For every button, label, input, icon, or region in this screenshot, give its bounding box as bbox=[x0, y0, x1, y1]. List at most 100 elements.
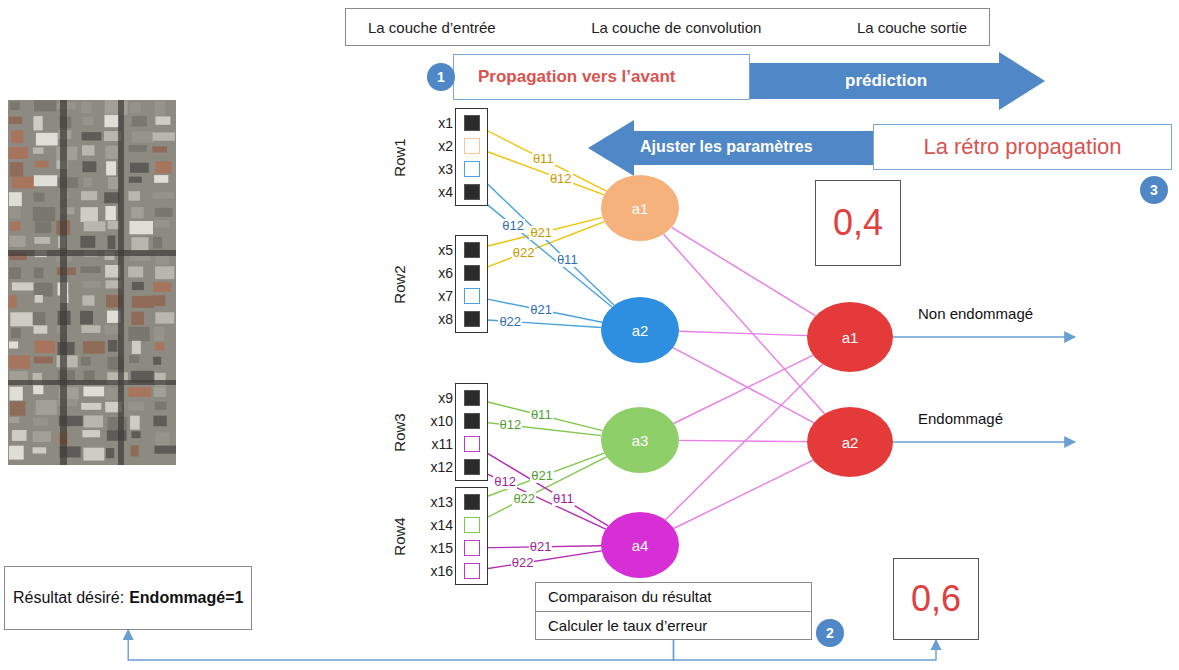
photo-roof bbox=[108, 340, 118, 352]
photo-roof bbox=[84, 221, 106, 231]
photo-roof bbox=[81, 357, 91, 366]
photo-roof bbox=[33, 312, 46, 325]
photo-roof bbox=[153, 282, 171, 292]
photo-roof bbox=[131, 445, 139, 456]
neuron-name: a1 bbox=[632, 200, 649, 217]
connector bbox=[480, 400, 603, 431]
hidden-neuron: a4 bbox=[601, 512, 679, 578]
photo-roof bbox=[80, 266, 100, 273]
photo-roof bbox=[11, 328, 21, 338]
photo-roof bbox=[33, 116, 42, 130]
box-text: Propagation vers l’avant bbox=[478, 67, 675, 87]
input-pixel: x2 bbox=[464, 138, 480, 154]
photo-roof bbox=[132, 116, 147, 127]
photo-roof bbox=[33, 148, 44, 154]
pixel-name: x11 bbox=[431, 436, 453, 452]
photo-roof bbox=[108, 221, 120, 229]
connector bbox=[480, 471, 606, 529]
weight-label: θ12 bbox=[493, 475, 517, 489]
box-text: La rétro propagation bbox=[923, 134, 1121, 160]
photo-roof bbox=[82, 430, 100, 437]
photo-roof bbox=[9, 267, 21, 279]
photo-roof bbox=[10, 162, 23, 176]
photo-roof bbox=[33, 431, 52, 442]
photo-roof bbox=[156, 433, 170, 446]
photo-ground bbox=[8, 100, 176, 465]
photo-roof bbox=[155, 266, 174, 279]
step-box: La rétro propagation bbox=[873, 124, 1172, 170]
photo-roof bbox=[9, 206, 21, 219]
photo-roof bbox=[153, 192, 175, 198]
photo-roof bbox=[131, 207, 143, 218]
input-row: Row3x9x10x11x12 bbox=[455, 383, 488, 481]
weight-label: θ22 bbox=[512, 492, 536, 506]
pixel-name: x5 bbox=[438, 242, 453, 258]
photo-roof bbox=[84, 415, 103, 427]
photo-roof bbox=[33, 418, 48, 426]
input-pixel: x12 bbox=[464, 459, 480, 475]
pixel-name: x16 bbox=[430, 563, 453, 579]
pixel-name: x8 bbox=[438, 311, 453, 327]
photo-roof bbox=[35, 161, 49, 168]
photo-roof bbox=[34, 357, 53, 364]
input-pixel: x14 bbox=[464, 517, 480, 533]
photo-roof bbox=[83, 448, 104, 461]
input-pixel: x4 bbox=[464, 184, 480, 200]
photo-roof bbox=[130, 103, 141, 113]
input-pixel: x16 bbox=[464, 563, 480, 579]
photo-roof bbox=[83, 117, 93, 125]
photo-roof bbox=[10, 401, 26, 416]
photo-roof bbox=[34, 268, 44, 279]
photo-roof bbox=[9, 147, 28, 159]
photo-roof bbox=[11, 130, 23, 143]
photo-roof bbox=[81, 102, 92, 113]
photo-roof bbox=[104, 115, 119, 127]
photo-roof bbox=[105, 388, 118, 400]
connector bbox=[674, 355, 814, 423]
input-pixel: x10 bbox=[464, 413, 480, 429]
connector bbox=[674, 460, 814, 528]
photo-roof bbox=[33, 207, 55, 222]
callout-number: 3 bbox=[1150, 182, 1158, 198]
photo-roof bbox=[9, 236, 25, 247]
photo-roof bbox=[12, 282, 35, 290]
pixel-name: x2 bbox=[438, 138, 453, 154]
photo-roof bbox=[153, 416, 166, 427]
photo-roof bbox=[132, 282, 144, 290]
photo-roof bbox=[153, 237, 162, 249]
photo-roof bbox=[132, 131, 154, 142]
photo-roof bbox=[82, 132, 102, 140]
photo-roof bbox=[154, 220, 169, 227]
photo-roof bbox=[33, 447, 47, 453]
error-box: Comparaison du résultatCalculer le taux … bbox=[535, 582, 812, 640]
weight-label: θ21 bbox=[529, 226, 553, 240]
connector bbox=[480, 149, 604, 195]
input-row: Row4x13x14x15x16 bbox=[455, 487, 488, 585]
layer-header: La couche d’entréeLa couche de convoluti… bbox=[345, 8, 990, 46]
input-pixel: x8 bbox=[464, 311, 480, 327]
target-value: Endommagé=1 bbox=[129, 589, 243, 607]
pixel-name: x10 bbox=[430, 413, 453, 429]
callout-number: 3 bbox=[1140, 176, 1168, 204]
pixel-name: x15 bbox=[430, 540, 453, 556]
connector bbox=[679, 331, 807, 335]
photo-roof bbox=[131, 237, 148, 251]
photo-roof bbox=[34, 100, 56, 111]
photo-roof bbox=[81, 207, 98, 222]
photo-roof bbox=[132, 296, 154, 308]
step-box: Propagation vers l’avant bbox=[453, 54, 750, 100]
photo-roof bbox=[84, 371, 95, 382]
class-label: Non endommagé bbox=[918, 305, 1033, 322]
pixel-name: x7 bbox=[438, 288, 453, 304]
photo-roof bbox=[105, 146, 118, 159]
photo-roof bbox=[155, 446, 177, 454]
photo-roof bbox=[128, 267, 143, 278]
connector bbox=[480, 298, 602, 323]
photo-roof bbox=[36, 133, 58, 146]
photo-roof bbox=[104, 192, 119, 203]
row-name: Row4 bbox=[391, 507, 408, 567]
connector bbox=[480, 546, 601, 548]
photo-roof bbox=[83, 341, 105, 354]
connector bbox=[480, 457, 607, 521]
